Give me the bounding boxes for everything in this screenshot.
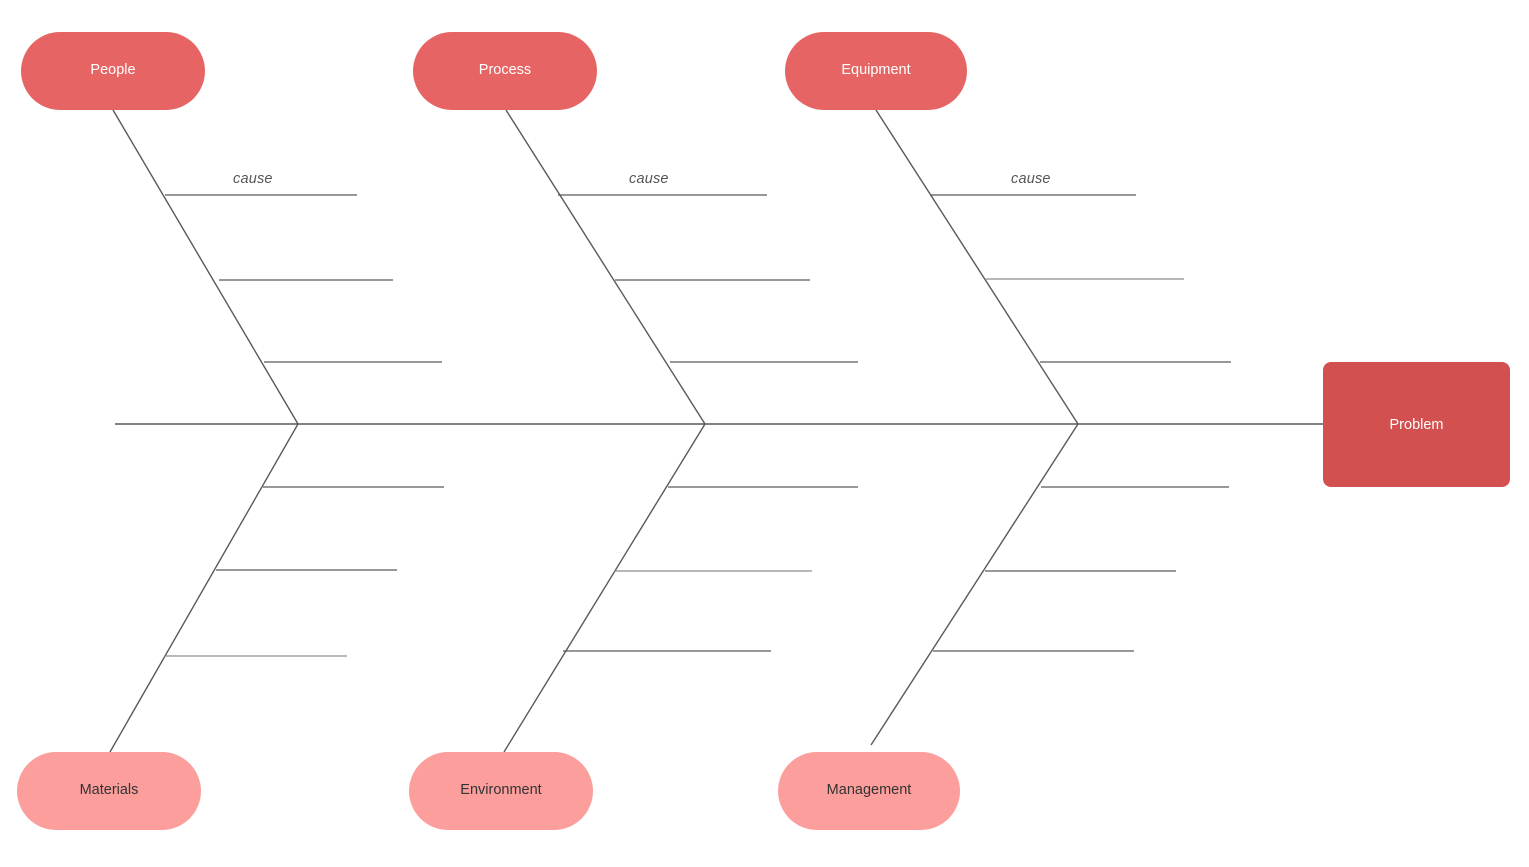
- category-box-management[interactable]: Management: [778, 752, 960, 830]
- category-box-environment[interactable]: Environment: [409, 752, 593, 830]
- category-label-environment: Environment: [460, 782, 542, 799]
- category-bone-equipment: [875, 109, 1079, 425]
- category-bone-group: [109, 109, 1079, 753]
- category-label-people: People: [90, 62, 136, 79]
- category-box-materials[interactable]: Materials: [17, 752, 201, 830]
- category-box-process[interactable]: Process: [413, 32, 597, 110]
- cause-label-3[interactable]: cause: [1011, 171, 1051, 187]
- cause-rib-group: [164, 194, 1231, 657]
- category-bone-environment: [503, 423, 706, 753]
- category-bone-materials: [109, 423, 299, 753]
- category-bone-management: [870, 423, 1079, 746]
- category-label-materials: Materials: [79, 782, 139, 799]
- category-box-people[interactable]: People: [21, 32, 205, 110]
- category-bone-people: [112, 109, 299, 425]
- category-label-process: Process: [478, 62, 532, 79]
- problem-box[interactable]: Problem: [1323, 362, 1510, 487]
- cause-label-1[interactable]: cause: [233, 171, 273, 187]
- category-bone-process: [505, 109, 706, 425]
- category-label-equipment: Equipment: [841, 62, 911, 79]
- problem-label: Problem: [1389, 416, 1444, 433]
- category-box-equipment[interactable]: Equipment: [785, 32, 967, 110]
- cause-label-2[interactable]: cause: [629, 171, 669, 187]
- category-label-management: Management: [826, 782, 912, 799]
